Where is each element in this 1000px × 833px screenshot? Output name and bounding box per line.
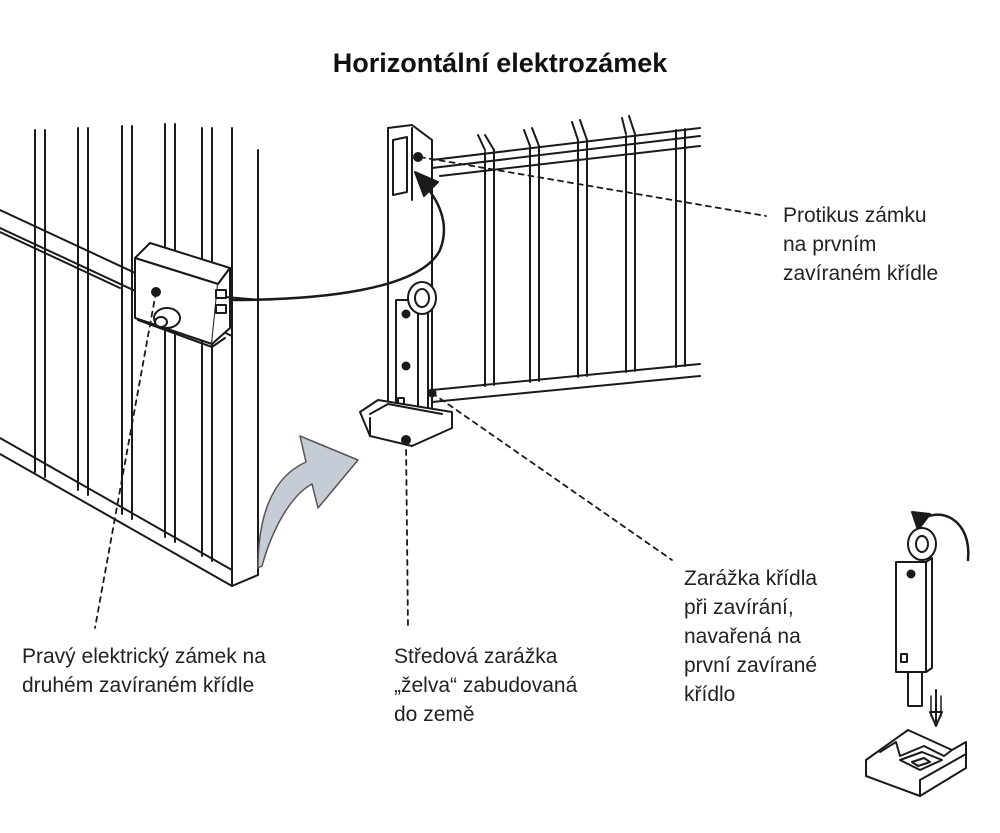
label-center-stop: Středová zarážka „želva“ zabudovaná do z…: [394, 645, 578, 726]
curved-arrow-icon: [257, 435, 359, 569]
label-counter-plate: Protikus zámku na prvním zavíraném křídl…: [783, 204, 939, 285]
diagram-title: Horizontální elektrozámek: [332, 48, 668, 78]
label-electric-lock: Pravý elektrický zámek na druhém zavíran…: [22, 645, 266, 697]
center-stop-turtle: [359, 399, 453, 447]
leader-lines: [94, 156, 767, 629]
label-wing-stop: Zarážka křídla při zavírání, navařená na…: [684, 567, 818, 706]
left-gate-wing: [0, 123, 259, 587]
cable-arrowhead: [414, 171, 439, 197]
lock-cable: [228, 178, 446, 302]
right-gate-wing: [387, 115, 701, 421]
electric-lock: [134, 242, 261, 348]
inset-detail: [865, 511, 970, 797]
down-arrow-icon: [929, 689, 943, 727]
